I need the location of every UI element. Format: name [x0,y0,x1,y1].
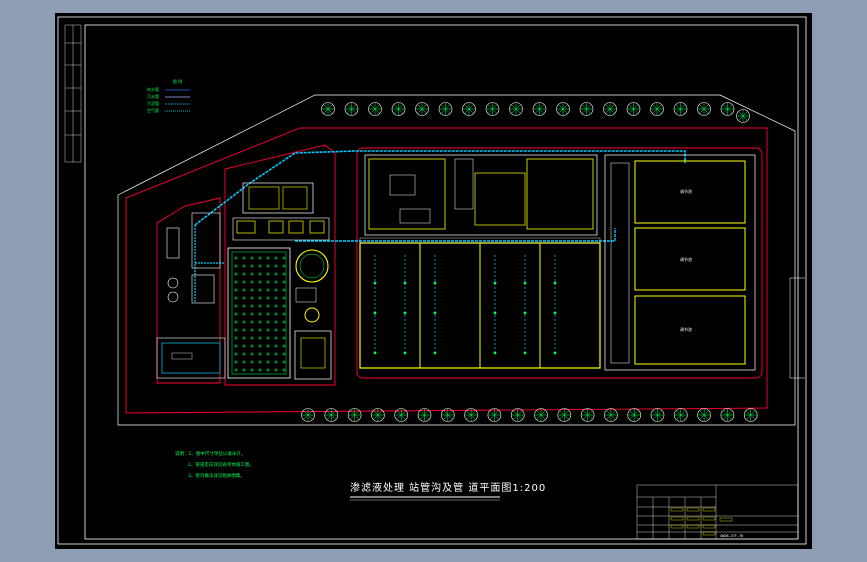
tree-symbol [485,102,500,116]
tree-symbol [603,102,617,116]
main-building [364,154,598,236]
red-east-plot [356,147,763,379]
tree-symbol [509,102,523,116]
filter-media-pattern [234,256,286,372]
tree-symbol [438,102,453,116]
tree-symbol [464,408,478,422]
drawing-notes: 说明：1、图中尺寸单位以毫米计。 2、管道走向详见各单体施工图。 3、管沟做法详… [175,450,254,479]
red-middle-plot [224,144,336,386]
tree-symbol [347,408,362,422]
tree-symbol [736,109,750,123]
tree-symbol [417,408,432,422]
legend-item-water: 给水管 [147,86,159,92]
tank-label-1: 调节池 [680,188,692,194]
tree-symbol [532,102,547,116]
tree-symbol [368,102,382,116]
note-line-1: 说明：1、图中尺寸单位以毫米计。 [175,450,245,457]
tree-symbol [301,408,315,422]
tree-symbol [534,408,548,422]
tree-symbol [391,102,406,116]
middle-structures [227,182,332,380]
tree-symbol [462,102,476,116]
tree-row-top [321,102,750,123]
drawing-number: SW2B-37F-76 [720,534,743,538]
tree-symbol [440,408,455,422]
tree-symbol [627,408,642,422]
tree-symbol [697,408,711,422]
site-boundary-outer [117,94,796,426]
tree-symbol [579,102,594,116]
tree-symbol [415,102,429,116]
tree-symbol [510,408,525,422]
drawing-title: 渗滤液处理 站管沟及管 道平面图1:200 [350,481,546,494]
note-line-2: 2、管道走向详见各单体施工图。 [188,461,254,468]
biofilter-tank [227,247,291,379]
title-block [636,484,799,540]
pipe-trench-west [194,225,225,303]
tree-row-bottom [301,408,758,422]
outer-frame [57,16,807,545]
title-block-cells [670,507,733,536]
tree-symbol [720,408,735,422]
note-line-3: 3、管沟做法详见相关图集。 [188,472,245,479]
red-west-plot [156,197,221,384]
legend-heading: 图 例 [173,78,182,84]
regulating-pool [604,154,756,371]
tree-symbol [720,102,735,116]
legend-item-air: 空气管 [147,107,159,113]
cad-viewport[interactable]: 图 例 给水管 污水管 污泥管 空气管 [55,13,812,549]
clarifier [295,249,329,283]
tree-symbol [557,408,572,422]
tree-symbol [650,408,665,422]
tank-label-3: 调节池 [680,326,692,332]
tree-symbol [344,102,359,116]
tree-symbol [604,408,618,422]
legend-item-sludge: 污泥管 [147,100,159,106]
tree-symbol [324,408,339,422]
tank-label-2: 调节池 [680,256,692,262]
tree-symbol [673,408,688,422]
pipe-trench-cross [295,228,616,242]
east-structures [359,154,756,371]
tree-symbol [743,408,758,422]
aeration-lines [373,255,557,355]
tree-symbol [650,102,664,116]
revision-strip [64,24,82,163]
inner-frame [84,24,799,540]
legend-item-sewage: 污水管 [147,93,159,99]
site-plan-drawing: 图 例 给水管 污水管 污泥管 空气管 [57,16,807,545]
tree-symbol [697,102,711,116]
tree-symbol [487,408,502,422]
pipe-trench-main [194,150,686,226]
tree-symbol [394,408,409,422]
tree-symbol [556,102,570,116]
tree-symbol [321,102,335,116]
tree-symbol [673,102,688,116]
legend: 图 例 给水管 污水管 污泥管 空气管 [147,78,190,113]
tree-symbol [371,408,385,422]
road-edge [789,277,805,379]
tree-symbol [580,408,595,422]
west-equipment [156,212,226,379]
tree-symbol [626,102,641,116]
